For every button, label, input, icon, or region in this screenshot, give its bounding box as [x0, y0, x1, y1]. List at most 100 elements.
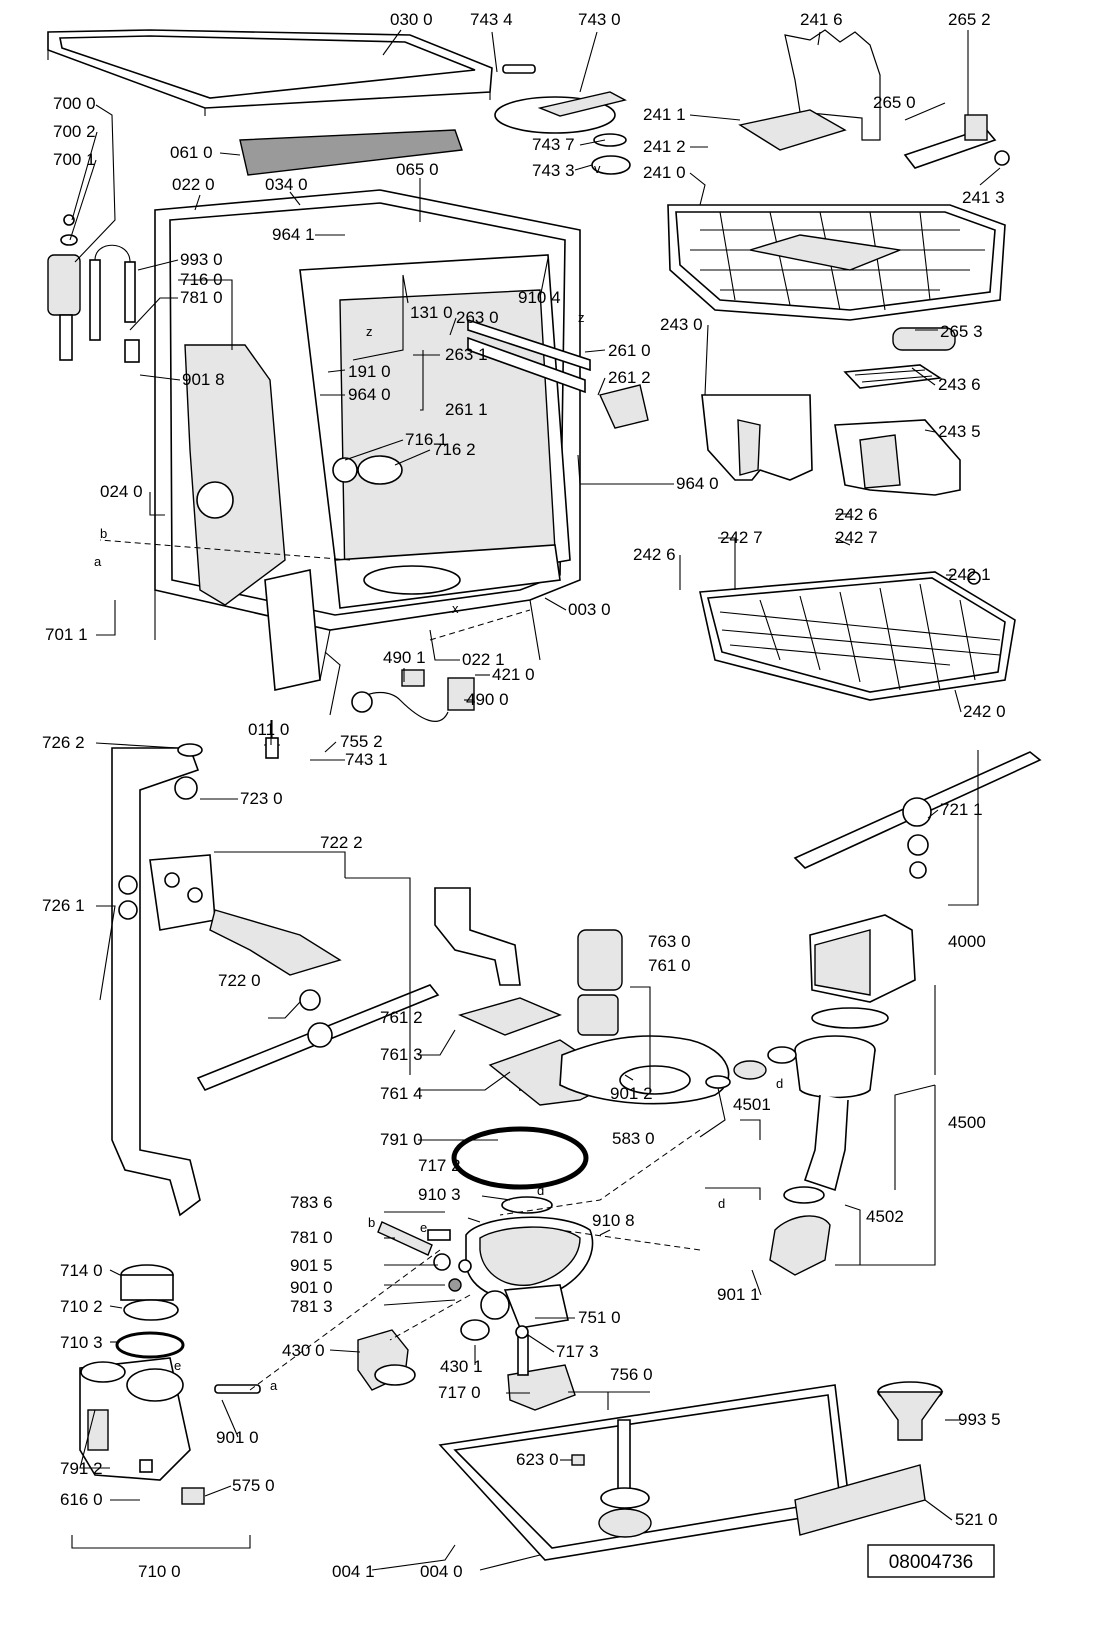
label-2631: 263 1: [445, 345, 488, 364]
label-2650: 265 0: [873, 93, 916, 112]
label-2420: 242 0: [963, 702, 1006, 721]
document-number-box: 08004736: [867, 1544, 995, 1578]
lower-basket: [699, 571, 1016, 701]
label-7162: 716 2: [433, 440, 476, 459]
label-0030: 003 0: [568, 600, 611, 619]
label-2653: 265 3: [940, 322, 983, 341]
label-7813: 781 3: [290, 1297, 333, 1316]
cup-shelf: [738, 109, 847, 151]
parts-artwork: [47, 29, 1042, 1561]
cutlery-baskets: [701, 364, 961, 496]
circulation-pipe: [111, 743, 203, 1217]
label-7836: 783 6: [290, 1193, 333, 1212]
label-1910: 191 0: [348, 362, 391, 381]
label-2630: 263 0: [456, 308, 499, 327]
label-4502: 4502: [866, 1207, 904, 1226]
label-7614: 761 4: [380, 1084, 423, 1103]
label-0040: 004 0: [420, 1562, 463, 1581]
label-6160: 616 0: [60, 1490, 103, 1509]
label-7434: 743 4: [470, 10, 513, 29]
label-7103: 710 3: [60, 1333, 103, 1352]
label-4000: 4000: [948, 932, 986, 951]
upper-basket: [667, 204, 1006, 321]
basket-rails: [467, 318, 649, 429]
label-2416: 241 6: [800, 10, 843, 29]
label-7431: 743 1: [345, 750, 388, 769]
label-2427a: 242 7: [720, 528, 763, 547]
letter-a-2: a: [270, 1378, 278, 1393]
label-7160: 716 0: [180, 270, 223, 289]
base-tray: [438, 1384, 851, 1561]
label-7552: 755 2: [340, 732, 383, 751]
label-9018: 901 8: [182, 370, 225, 389]
label-7000: 700 0: [53, 94, 96, 113]
label-9011: 901 1: [717, 1285, 760, 1304]
letter-e-1: e: [420, 1220, 427, 1235]
label-7912: 791 2: [60, 1459, 103, 1478]
label-9641: 964 1: [272, 225, 315, 244]
label-5210: 521 0: [955, 1510, 998, 1529]
pump-motor: [809, 914, 916, 1029]
label-0300: 030 0: [390, 10, 433, 29]
label-0610: 061 0: [170, 143, 213, 162]
label-7220: 722 0: [218, 971, 261, 990]
label-4301: 430 1: [440, 1357, 483, 1376]
drain-pump: [357, 1319, 490, 1391]
label-5830: 583 0: [612, 1129, 655, 1148]
letter-d-3: d: [718, 1196, 725, 1211]
label-7613: 761 3: [380, 1045, 423, 1064]
letter-b-1: b: [100, 526, 107, 541]
electrical-parts: [264, 669, 475, 759]
inlet-valve: [47, 214, 140, 363]
label-7230: 723 0: [240, 789, 283, 808]
label-7211: 721 1: [940, 800, 983, 819]
label-2612: 261 2: [608, 368, 651, 387]
label-9108: 910 8: [592, 1211, 635, 1230]
label-9015: 901 5: [290, 1256, 333, 1275]
reference-letters: z z b a x b e d d a e d v: [94, 161, 783, 1393]
label-4501: 4501: [733, 1095, 771, 1114]
label-7172: 717 2: [418, 1156, 461, 1175]
label-9010a: 901 0: [290, 1278, 333, 1297]
label-2436: 243 6: [938, 375, 981, 394]
letter-z-2: z: [578, 310, 585, 325]
label-7810b: 781 0: [290, 1228, 333, 1247]
label-7173: 717 3: [556, 1342, 599, 1361]
label-0220: 022 0: [172, 175, 215, 194]
letter-a-1: a: [94, 554, 102, 569]
label-9930: 993 0: [180, 250, 223, 269]
worktop: [47, 29, 493, 116]
basket-handle: [892, 327, 956, 351]
part-labels: 030 0 743 4 743 0 241 6 265 2 700 0 700 …: [42, 10, 1006, 1581]
label-6230: 623 0: [516, 1450, 559, 1469]
label-2610: 261 0: [608, 341, 651, 360]
lower-spray-arm: [149, 854, 440, 1092]
label-2410: 241 0: [643, 163, 686, 182]
label-7161: 716 1: [405, 430, 448, 449]
label-2413: 241 3: [962, 188, 1005, 207]
rail-assembly: [903, 114, 1010, 169]
label-4500: 4500: [948, 1113, 986, 1132]
label-7170: 717 0: [438, 1383, 481, 1402]
document-number: 08004736: [889, 1552, 974, 1573]
letter-b-2: b: [368, 1215, 375, 1230]
label-7430: 743 0: [578, 10, 621, 29]
label-7011: 701 1: [45, 625, 88, 644]
label-7810: 781 0: [180, 288, 223, 307]
label-7002: 700 2: [53, 122, 96, 141]
label-2426b: 242 6: [633, 545, 676, 564]
label-7102: 710 2: [60, 1297, 103, 1316]
label-5750: 575 0: [232, 1476, 275, 1495]
label-2435: 243 5: [938, 422, 981, 441]
label-4901: 490 1: [383, 648, 426, 667]
label-2421: 242 1: [948, 565, 991, 584]
upper-spray-arm: [793, 751, 1042, 879]
letter-x: x: [452, 601, 459, 616]
label-2430: 243 0: [660, 315, 703, 334]
label-4210: 421 0: [492, 665, 535, 684]
letter-e-2: e: [174, 1358, 181, 1373]
label-0240: 024 0: [100, 482, 143, 501]
label-0221: 022 1: [462, 650, 505, 669]
insulation-strip: [239, 129, 463, 176]
leader-lines: [69, 29, 1001, 1571]
